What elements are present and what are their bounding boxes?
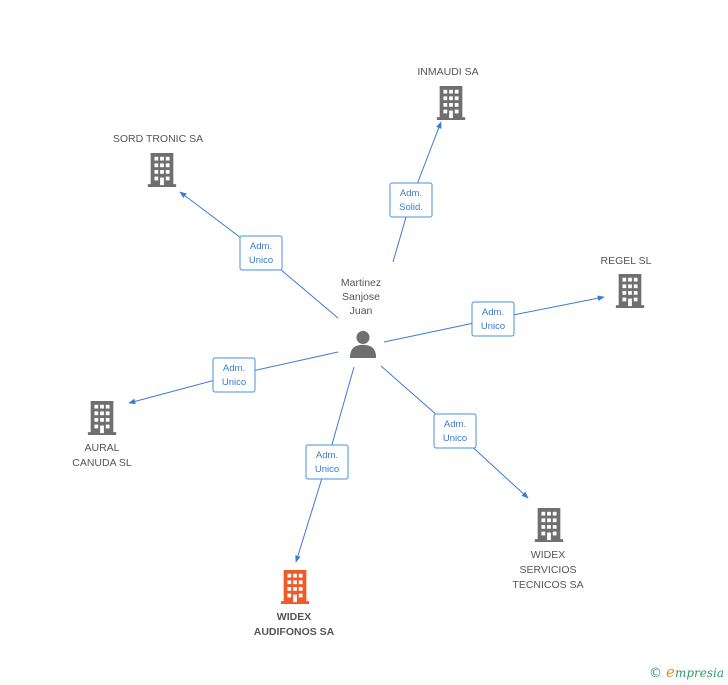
edge-regel: Adm. Unico [383, 295, 605, 343]
building-icon [147, 153, 177, 187]
person-name-text: Martinez [341, 277, 381, 289]
edge-widex-servicios: Adm. Unico [380, 365, 529, 499]
edge-label-text: Adm. [482, 307, 504, 318]
copyright-icon: © [649, 666, 663, 681]
edge-aural-canuda: Adm. Unico [128, 351, 339, 405]
edge-label-box [471, 301, 515, 337]
person-name-text: Juan [350, 305, 373, 317]
company-name-text: CANUDA SL [72, 457, 132, 469]
edge-label-text: Solid. [399, 202, 423, 213]
edge-label-text: Unico [222, 377, 246, 388]
company-name-text: INMAUDI SA [417, 66, 478, 78]
brand-footer: ©empresia [649, 663, 724, 681]
edge-label-box [305, 444, 349, 480]
building-icon [87, 401, 117, 435]
edge-label-text: Unico [481, 321, 505, 332]
company-name-text: AURAL [84, 442, 119, 454]
company-name-text: AUDIFONOS SA [254, 626, 335, 638]
edge-label-text: Unico [249, 255, 273, 266]
building-icon [534, 508, 564, 542]
edge-widex-audifonos: Adm. Unico [295, 366, 355, 563]
company-node-aural-canuda[interactable]: AURAL CANUDA SL [72, 401, 132, 469]
company-name-text: SORD TRONIC SA [113, 133, 203, 145]
company-name-text: TECNICOS SA [512, 579, 583, 591]
brand-logo-text: mpresia [674, 666, 724, 680]
building-icon [615, 274, 645, 308]
building-icon [436, 86, 466, 120]
edge-sord-tronic: Adm. Unico [179, 191, 339, 319]
brand-logo-initial: e [666, 663, 675, 681]
edge-label-text: Unico [315, 464, 339, 475]
edge-label-text: Adm. [316, 450, 338, 461]
edge-label-text: Adm. [223, 363, 245, 374]
company-node-inmaudi[interactable]: INMAUDI SA [417, 66, 479, 120]
person-name-text: Sanjose [342, 291, 380, 303]
person-icon [349, 330, 377, 358]
edge-label-text: Unico [443, 433, 467, 444]
company-node-sord-tronic[interactable]: SORD TRONIC SA [113, 133, 203, 187]
building-icon [280, 570, 310, 604]
company-name-text: SERVICIOS [520, 564, 577, 576]
company-name-text: REGEL SL [601, 255, 652, 267]
company-name-text: WIDEX [531, 549, 565, 561]
edge-label-text: Adm. [400, 188, 422, 199]
company-node-widex-servicios[interactable]: WIDEX SERVICIOS TECNICOS SA [512, 508, 584, 591]
company-node-regel[interactable]: REGEL SL [601, 255, 652, 308]
edge-label-box [389, 182, 433, 218]
edge-inmaudi: Adm. Solid. [389, 121, 442, 263]
edge-label-text: Adm. [250, 241, 272, 252]
edge-label-box [433, 413, 477, 449]
company-node-widex-audifonos[interactable]: WIDEX AUDIFONOS SA [254, 570, 335, 638]
company-name-text: WIDEX [277, 611, 311, 623]
edge-label-box [212, 357, 256, 393]
edge-label-box [239, 235, 283, 271]
edge-label-text: Adm. [444, 419, 466, 430]
